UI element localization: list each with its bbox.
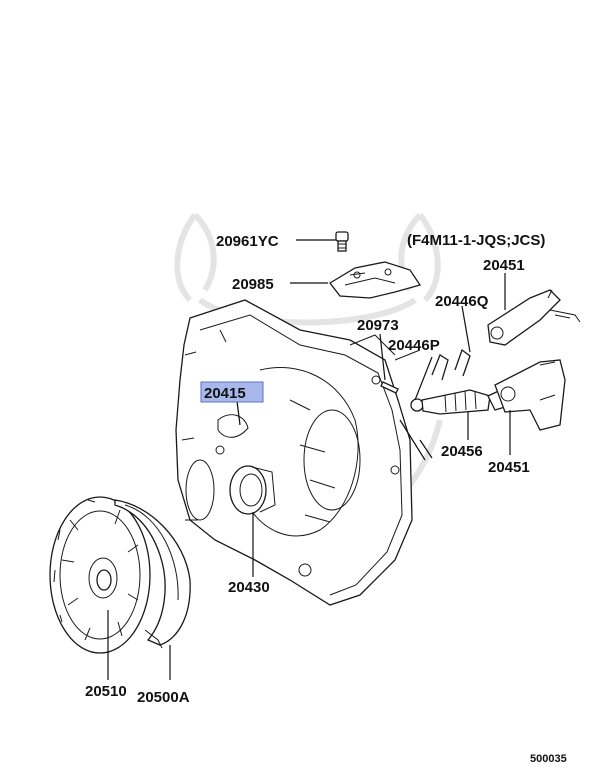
clutch-disc (49, 496, 151, 654)
label-20430[interactable]: 20430 (228, 579, 270, 596)
label-20456[interactable]: 20456 (441, 443, 483, 460)
label-20446Q[interactable]: 20446Q (435, 293, 489, 310)
lever-top (487, 289, 581, 346)
cover-plate (329, 261, 422, 299)
transmission-case (175, 299, 421, 606)
image-code: 500035 (530, 753, 567, 765)
label-20500A[interactable]: 20500A (137, 689, 190, 706)
pressure-plate (114, 499, 191, 649)
leader-lines (107, 239, 511, 680)
highlight-box (200, 381, 264, 403)
label-20510[interactable]: 20510 (85, 683, 127, 700)
release-bearing (229, 465, 276, 515)
lever-bottom (494, 359, 566, 431)
label-variant-note: (F4M11-1-JQS;JCS) (407, 232, 545, 249)
label-20985[interactable]: 20985 (232, 276, 274, 293)
label-20451-bottom[interactable]: 20451 (488, 459, 530, 476)
pin (380, 381, 399, 394)
label-20446P[interactable]: 20446P (388, 337, 440, 354)
label-20415[interactable]: 20415 (204, 385, 246, 402)
label-20451-top[interactable]: 20451 (483, 257, 525, 274)
bolt (335, 231, 349, 252)
label-20961YC[interactable]: 20961YC (216, 233, 279, 250)
label-20973[interactable]: 20973 (357, 317, 399, 334)
